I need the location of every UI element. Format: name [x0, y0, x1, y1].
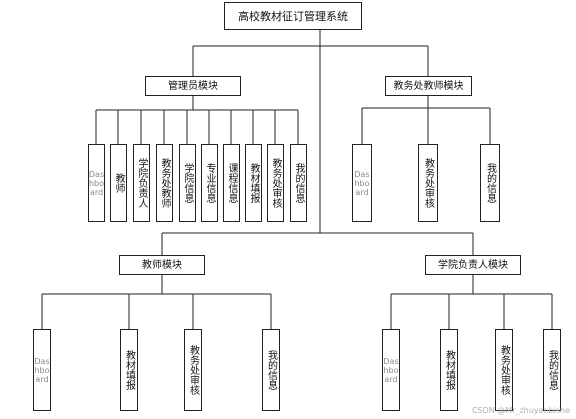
module-admin: 管理员模块: [145, 76, 241, 96]
admin-item-college-info: 学院信息: [179, 144, 196, 222]
admin-item-college-head: 学院负责人: [133, 144, 150, 222]
admin-item-my-info: 我的信息: [290, 144, 307, 222]
college-item-review: 教务处审核: [495, 329, 513, 411]
college-item-textbook-fill: 教材填报: [440, 329, 458, 411]
college-item-my-info: 我的信息: [543, 329, 561, 411]
admin-item-jiaowuchu-teacher: 教务处教师: [156, 144, 173, 222]
module-teacher: 教师模块: [119, 255, 205, 275]
module-jiaowuchu-teacher: 教务处教师模块: [385, 76, 472, 96]
admin-item-major-info: 专业信息: [201, 144, 218, 222]
root-node: 高校教材征订管理系统: [224, 2, 362, 30]
teacher-item-review: 教务处审核: [184, 329, 202, 411]
teacher-item-textbook-fill: 教材填报: [120, 329, 138, 411]
jwc-item-my-info: 我的信息: [480, 144, 500, 222]
module-college-head: 学院负责人模块: [425, 255, 521, 275]
admin-item-course-info: 课程信息: [223, 144, 240, 222]
teacher-item-my-info: 我的信息: [262, 329, 280, 411]
watermark: CSDN @Mr_zhuyanbishe: [471, 406, 570, 415]
college-item-dashboard: Das hbo ard: [382, 329, 400, 411]
jwc-item-dashboard: Das hbo ard: [352, 144, 372, 222]
admin-item-textbook-fill: 教材填报: [245, 144, 262, 222]
teacher-item-dashboard: Das hbo ard: [33, 329, 51, 411]
admin-item-jiaowuchu-review: 教务处审核: [267, 144, 284, 222]
admin-item-teacher: 教师: [110, 144, 127, 222]
admin-item-dashboard: Das hbo ard: [88, 144, 105, 222]
jwc-item-review: 教务处审核: [418, 144, 438, 222]
